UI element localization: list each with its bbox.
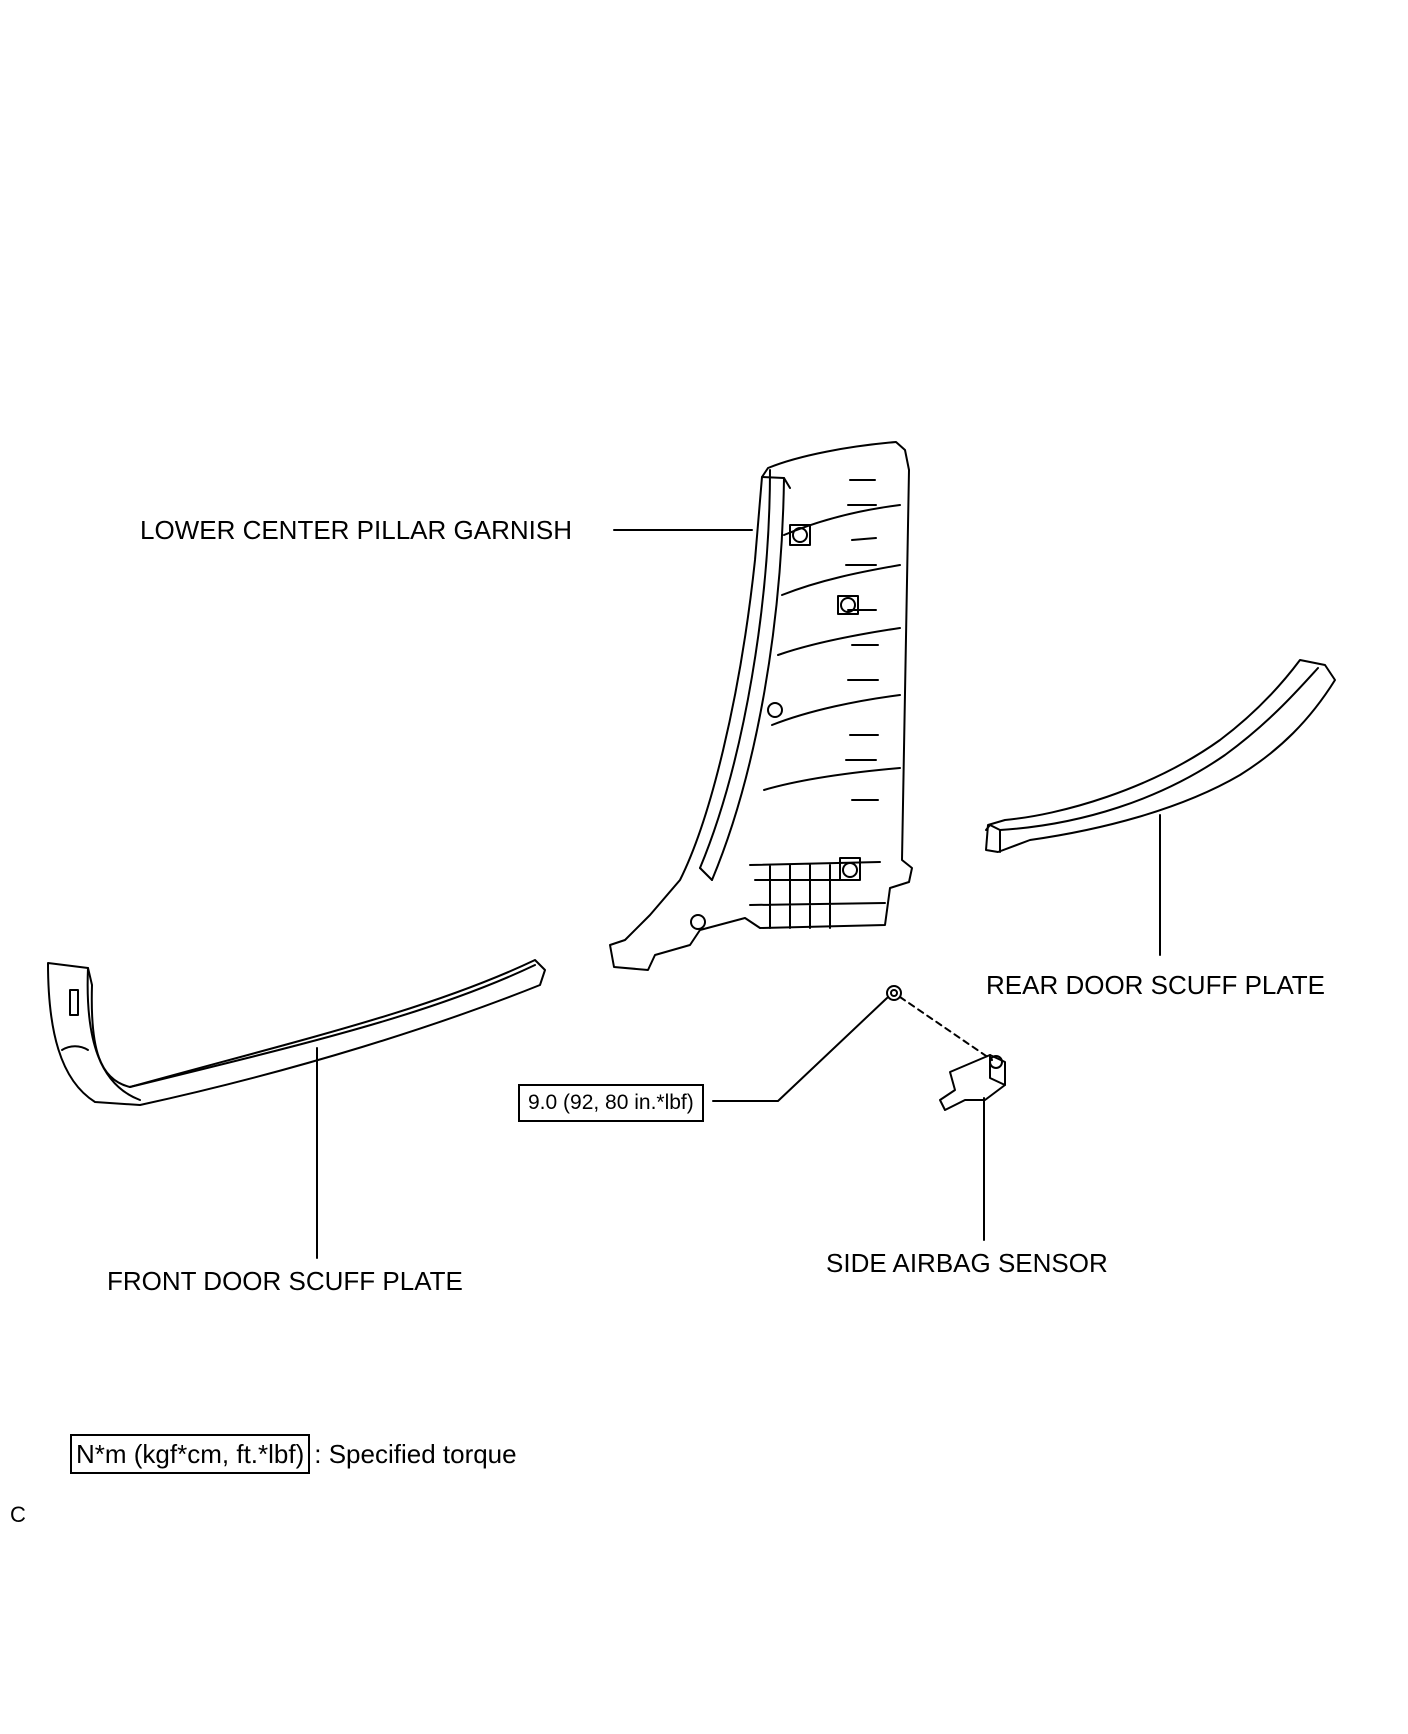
legend-description: : Specified torque: [314, 1439, 517, 1469]
front-door-scuff-plate-part: [47, 959, 546, 1106]
label-front-door-scuff-plate: FRONT DOOR SCUFF PLATE: [107, 1266, 463, 1296]
label-side-airbag-sensor: SIDE AIRBAG SENSOR: [826, 1248, 1108, 1278]
corner-mark: C: [10, 1502, 26, 1527]
label-lower-center-pillar-garnish: LOWER CENTER PILLAR GARNISH: [140, 515, 572, 545]
lower-center-pillar-garnish-part: [609, 441, 913, 971]
torque-legend: N*m (kgf*cm, ft.*lbf) : Specified torque: [70, 1434, 517, 1474]
side-airbag-sensor-part: [939, 1054, 1006, 1111]
legend-unit-box: N*m (kgf*cm, ft.*lbf): [70, 1434, 311, 1474]
torque-value-box: 9.0 (92, 80 in.*lbf): [518, 1084, 704, 1122]
leader-torque: [712, 997, 888, 1102]
install-path-dashed: [899, 996, 993, 1061]
label-rear-door-scuff-plate: REAR DOOR SCUFF PLATE: [986, 970, 1326, 1000]
nut-part: [886, 985, 902, 1001]
rear-door-scuff-plate-part: [985, 659, 1336, 853]
